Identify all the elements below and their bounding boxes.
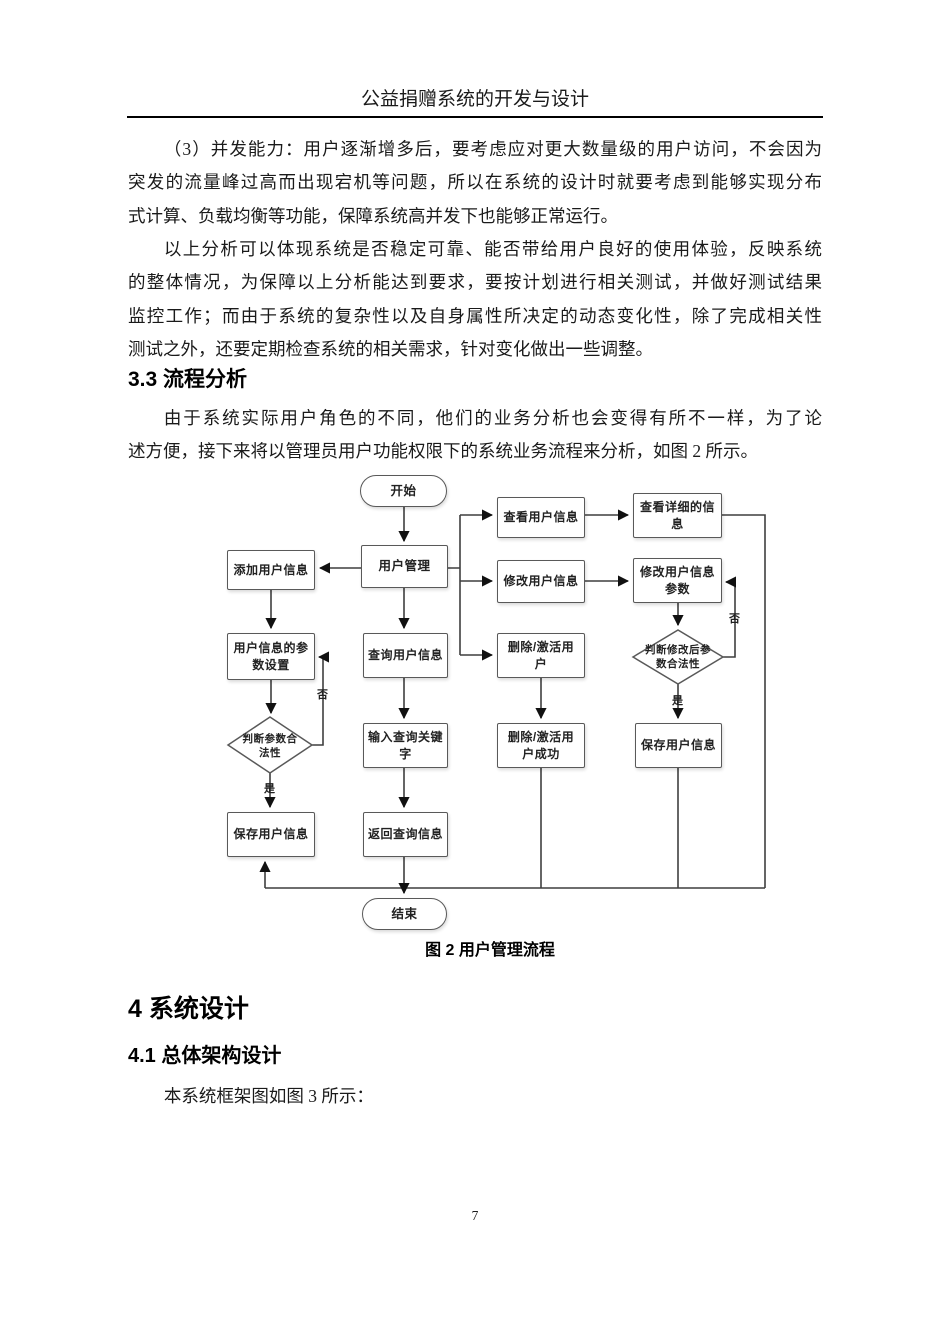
branch-label-no-right: 否 — [729, 613, 740, 625]
flow-node-start: 开始 — [360, 475, 447, 507]
flow-node-delete-success: 删除/激活用户成功 — [497, 723, 585, 768]
flowchart-connectors — [226, 507, 766, 895]
flow-node-delete-user: 删除/激活用户 — [497, 633, 585, 678]
decision-diamond-left — [226, 716, 314, 774]
paragraph-line: 以上分析可以体现系统是否稳定可靠、能否带给用户良好的使用体验，反映系统 — [163, 239, 822, 259]
figure-caption: 图 2 用户管理流程 — [425, 942, 555, 959]
flow-node-input-keyword: 输入查询关键字 — [363, 723, 448, 768]
paragraph-line: 述方便，接下来将以管理员用户功能权限下的系统业务流程来分析，如图 2 所示。 — [128, 441, 758, 462]
paragraph-line: 突发的流量峰过高而出现宕机等问题，所以在系统的设计时就要考虑到能够实现分布 — [128, 172, 822, 193]
flow-node-view-detail: 查看详细的信息 — [633, 493, 722, 538]
flow-node-modify-user: 修改用户信息 — [497, 560, 585, 603]
paragraph-analysis: 以上分析可以体现系统是否稳定可靠、能否带给用户良好的使用体验，反映系统的整体情况… — [128, 233, 822, 367]
paragraph-framework: 本系统框架图如图 3 所示： — [163, 1086, 374, 1106]
section-heading-3-3: 3.3 流程分析 — [128, 368, 248, 391]
header-rule — [127, 116, 823, 118]
flow-decision-check-modified-params: 判断修改后参数合法性 — [645, 643, 711, 670]
paragraph-line: 测试之外，还要定期检查系统的相关需求，针对变化做出一些调整。 — [128, 339, 653, 360]
user-management-flowchart: 开始 查看用户信息 查看详细的信息 添加用户信息 用户管理 修改用户信息 修改用… — [180, 470, 800, 935]
flow-node-param-setting: 用户信息的参数设置 — [227, 633, 315, 680]
paragraph-line: 监控工作；而由于系统的复杂性以及自身属性所决定的动态变化性，除了完成相关性 — [128, 305, 822, 326]
section-heading-4-1: 4.1 总体架构设计 — [128, 1045, 282, 1067]
flow-node-save-user-left: 保存用户信息 — [227, 812, 315, 857]
decision-diamond-right — [631, 629, 725, 685]
paragraph-line: 由于系统实际用户角色的不同，他们的业务分析也会变得有所不一样，为了论 — [163, 408, 822, 428]
flow-node-modify-params: 修改用户信息参数 — [633, 558, 722, 603]
paragraph-concurrency: （3）并发能力：用户逐渐增多后，要考虑应对更大数量级的用户访问，不会因为突发的流… — [128, 133, 822, 233]
flow-node-return-query: 返回查询信息 — [363, 812, 448, 857]
branch-label-no-left: 否 — [317, 689, 328, 701]
flow-node-end: 结束 — [362, 898, 447, 930]
flow-node-add-user: 添加用户信息 — [227, 550, 315, 590]
section-heading-4: 4 系统设计 — [128, 995, 249, 1023]
flow-node-query-user: 查询用户信息 — [363, 633, 448, 678]
branch-label-yes-right: 是 — [672, 695, 683, 707]
flow-node-save-user-right: 保存用户信息 — [635, 723, 722, 768]
flow-node-view-user: 查看用户信息 — [497, 497, 585, 538]
header-title: 公益捐赠系统的开发与设计 — [360, 89, 589, 110]
flow-node-user-mgmt: 用户管理 — [361, 545, 448, 588]
paragraph-process: 由于系统实际用户角色的不同，他们的业务分析也会变得有所不一样，为了论述方便，接下… — [128, 402, 822, 469]
paragraph-line: （3）并发能力：用户逐渐增多后，要考虑应对更大数量级的用户访问，不会因为 — [163, 139, 822, 159]
page-number: 7 — [471, 1208, 479, 1223]
branch-label-yes-left: 是 — [264, 783, 275, 795]
paragraph-line: 的整体情况，为保障以上分析能达到要求，要按计划进行相关测试，并做好测试结果 — [128, 272, 822, 293]
paragraph-line: 式计算、负载均衡等功能，保障系统高并发下也能够正常运行。 — [128, 205, 618, 226]
flow-decision-check-params: 判断参数合法性 — [242, 732, 298, 759]
